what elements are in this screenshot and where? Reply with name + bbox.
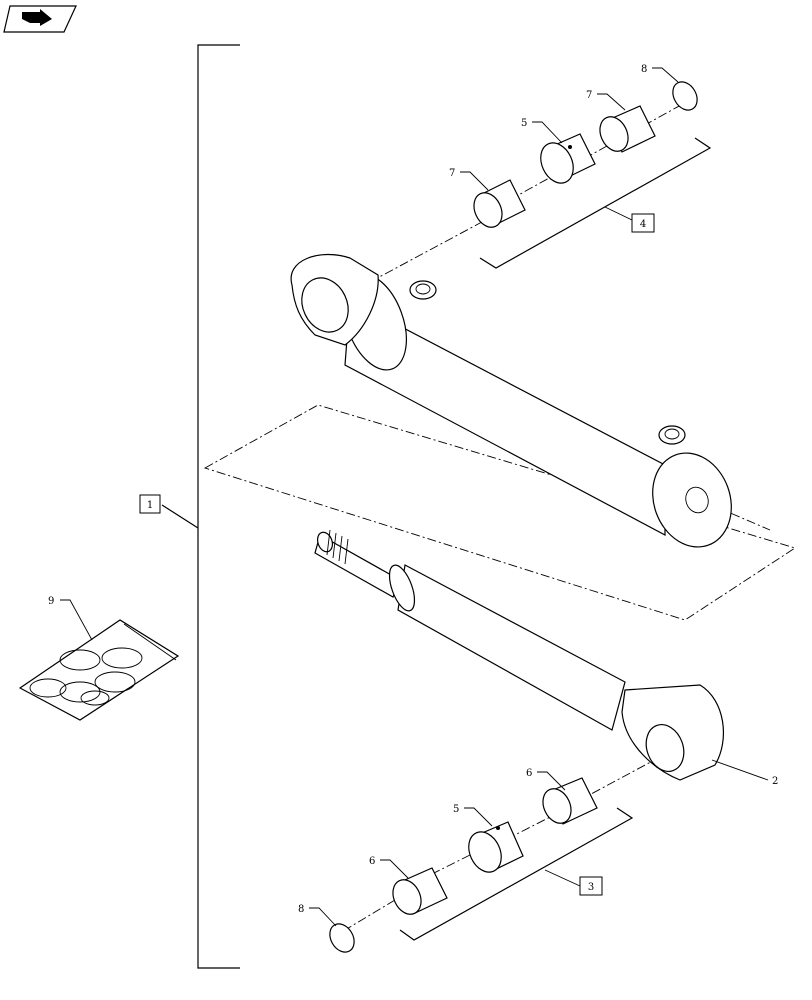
leader-lines bbox=[60, 67, 679, 927]
callout-8-top: 8 bbox=[641, 64, 647, 75]
bushing-5-bottom bbox=[468, 821, 524, 873]
callout-6-upper: 6 bbox=[526, 768, 532, 779]
callout-5-top: 5 bbox=[521, 118, 527, 129]
callout-7-left: 7 bbox=[449, 168, 455, 179]
svg-text:4: 4 bbox=[640, 219, 646, 230]
bushing-6-lower bbox=[392, 867, 448, 915]
assembly-bracket bbox=[161, 44, 240, 969]
piston-rod bbox=[314, 529, 769, 781]
seal-kit-bag bbox=[18, 619, 180, 721]
callout-5-bottom: 5 bbox=[453, 804, 459, 815]
snap-ring-8-top bbox=[672, 81, 698, 111]
bushing-7-left bbox=[473, 179, 526, 228]
back-arrow-icon[interactable] bbox=[3, 5, 77, 33]
callout-9: 9 bbox=[48, 596, 54, 607]
snap-ring-8-bottom bbox=[329, 923, 355, 953]
kit-bracket-bottom: 3 bbox=[399, 807, 634, 941]
bushing-6-upper bbox=[542, 777, 598, 825]
svg-text:1: 1 bbox=[147, 500, 153, 511]
callout-6-lower: 6 bbox=[369, 856, 375, 867]
bushing-5-top bbox=[540, 133, 596, 184]
callout-2: 2 bbox=[772, 776, 778, 787]
assembly-label-box: 1 bbox=[139, 494, 161, 514]
cylinder-barrel bbox=[290, 253, 732, 548]
callout-7-right: 7 bbox=[586, 90, 592, 101]
kit-bracket-top: 4 bbox=[479, 137, 712, 269]
bushing-7-right bbox=[599, 105, 656, 153]
callout-8-bottom: 8 bbox=[298, 904, 304, 915]
svg-text:3: 3 bbox=[588, 882, 594, 893]
